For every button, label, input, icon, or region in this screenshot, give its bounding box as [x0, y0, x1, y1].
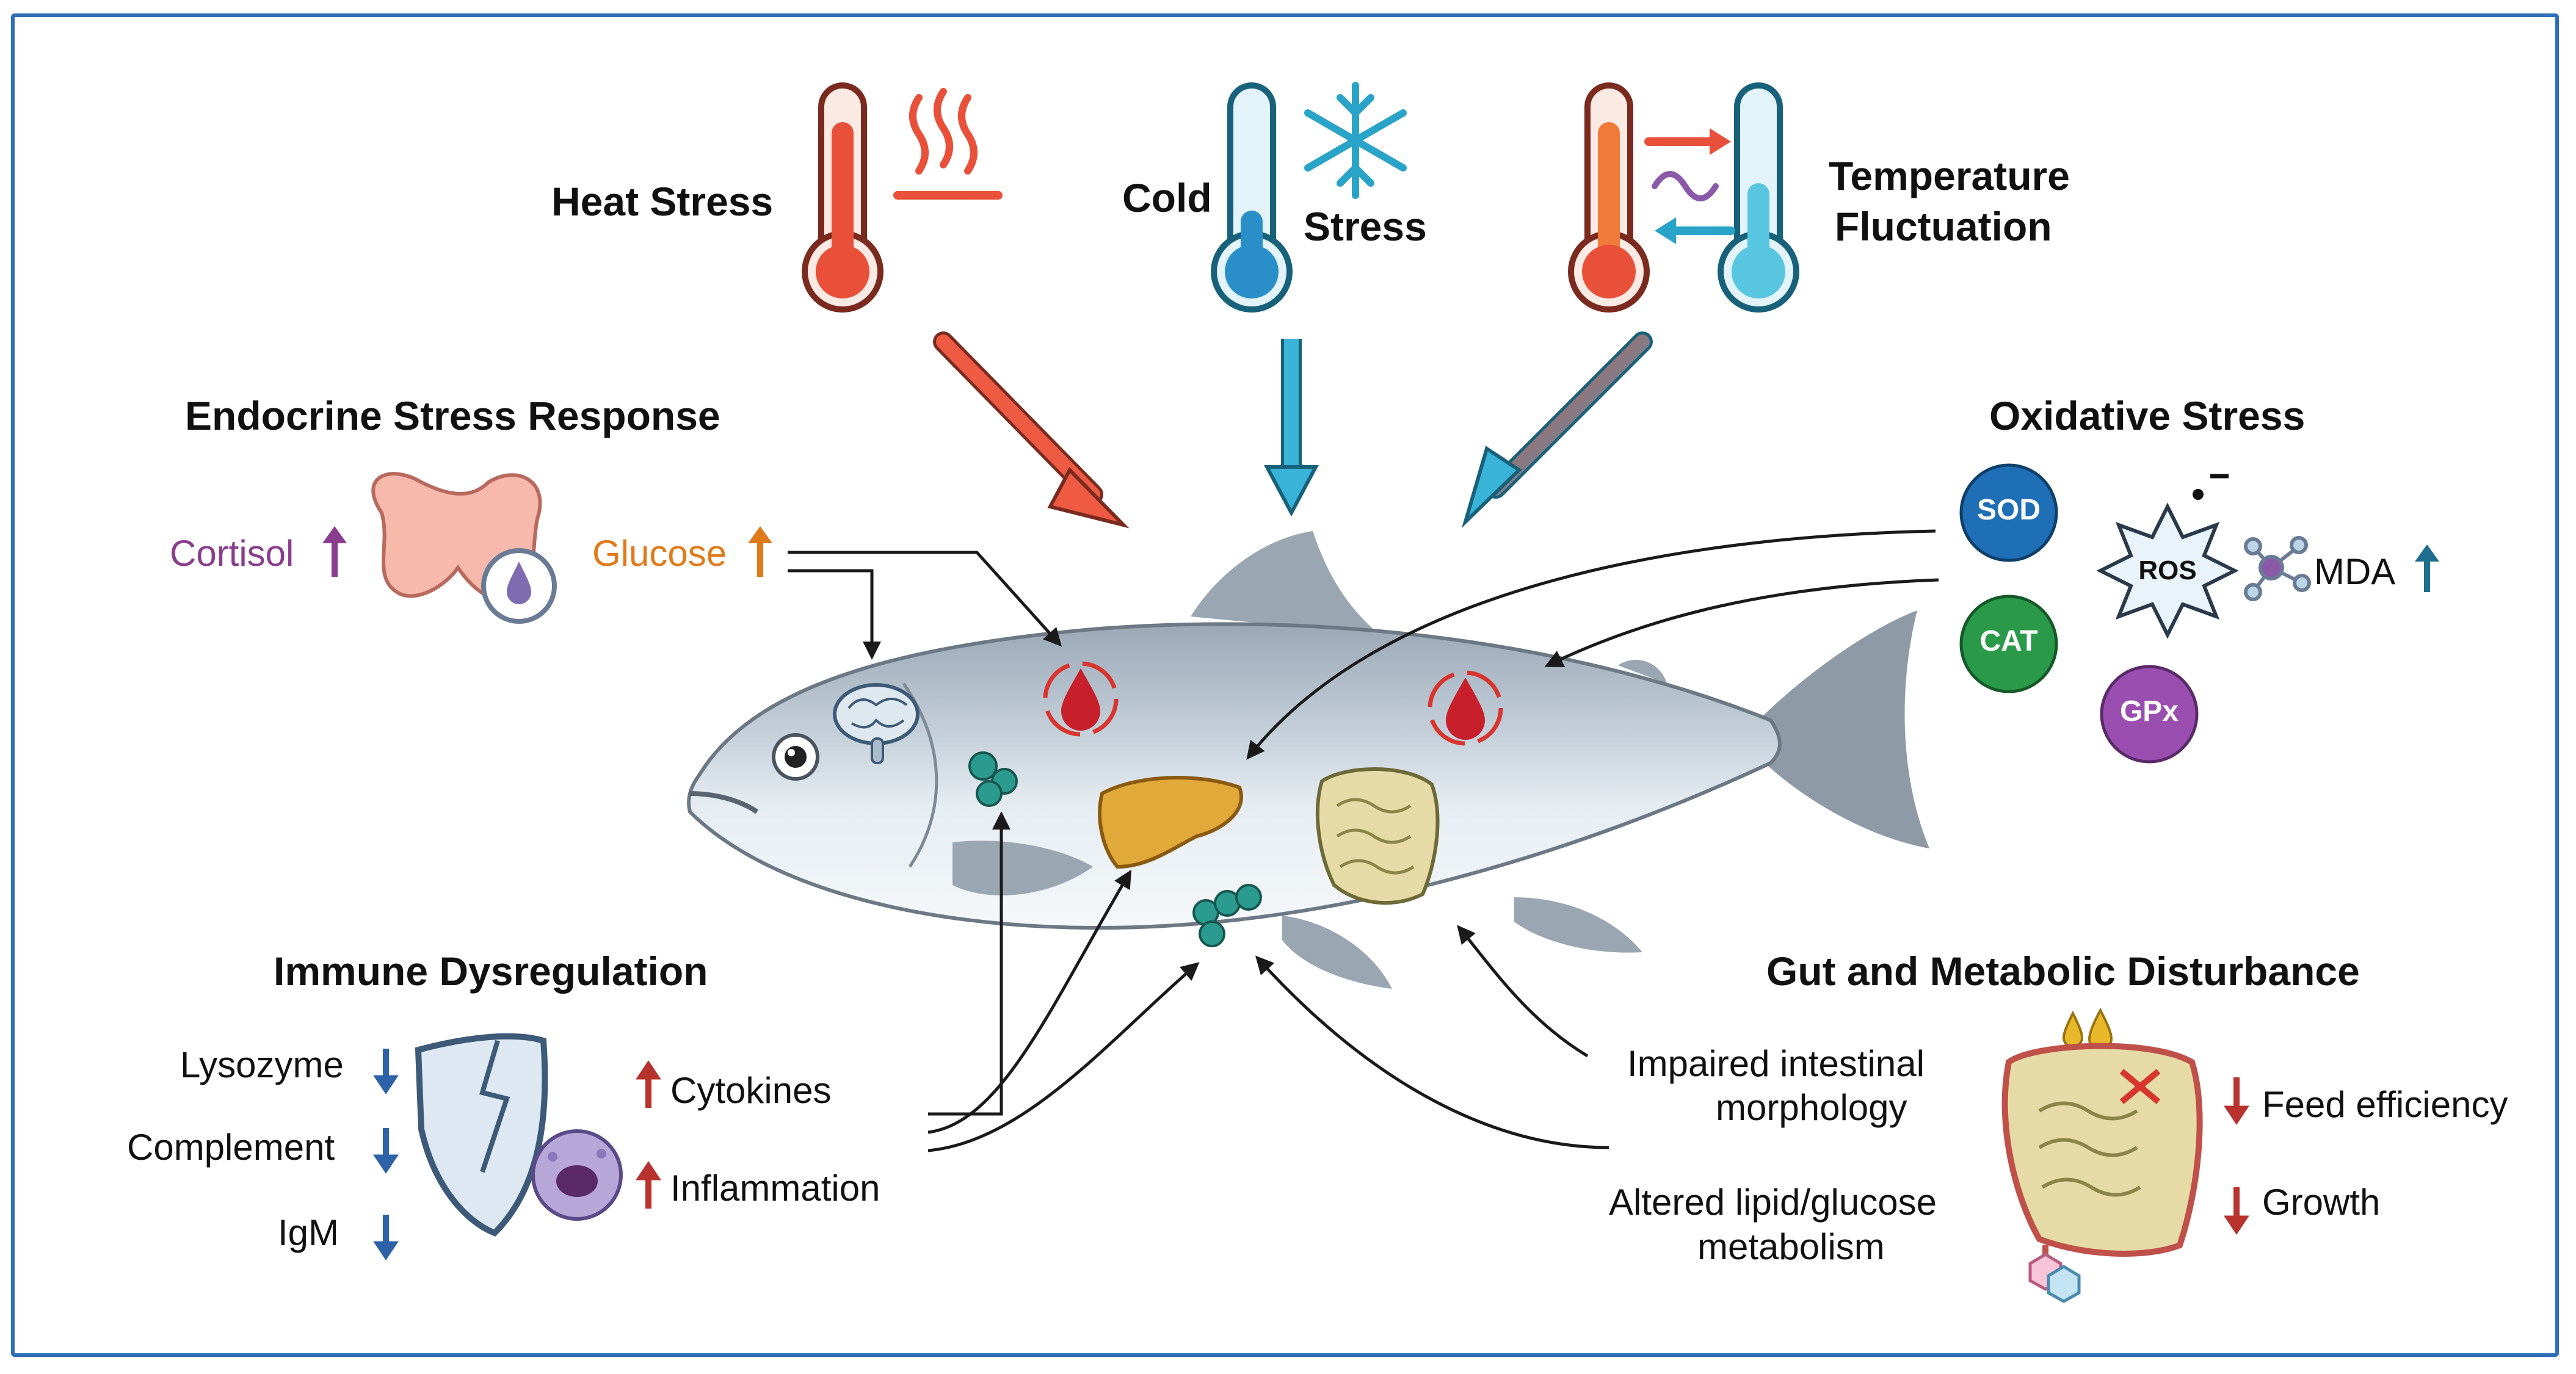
mouth [689, 791, 759, 814]
anal-fin [1514, 897, 1642, 953]
dorsal-fin [1191, 531, 1380, 635]
immune-title: Immune Dysregulation [274, 949, 708, 994]
sod-badge [1959, 463, 2058, 562]
sod-label: SOD [1976, 494, 2041, 526]
adipose-fin [1618, 660, 1667, 684]
immune-down-arrows [373, 1049, 399, 1260]
fluctuation-exchange-arrows-icon [1644, 128, 1735, 244]
igm-label: IgM [278, 1212, 339, 1253]
mda-label: MDA [2314, 551, 2396, 592]
fluctuation-warm-thermometer-icon [1568, 82, 1650, 313]
immune-connectors [927, 811, 1200, 1152]
impaired-label-line2: morphology [1716, 1087, 1907, 1128]
liver-icon [1098, 775, 1243, 869]
fluctuation-label-line1: Temperature [1829, 153, 2070, 198]
heat-arrow [933, 331, 1130, 529]
cortisol-up-arrow [322, 526, 347, 577]
fluctuation-label-line2: Fluctuation [1835, 204, 2052, 249]
cortisol-label: Cortisol [170, 533, 294, 574]
cytokines-label: Cytokines [670, 1070, 832, 1111]
growth-label: Growth [2262, 1182, 2381, 1223]
cold-thermometer-icon [1211, 82, 1293, 313]
altered-label-line2: metabolism [1697, 1226, 1885, 1267]
cat-label: CAT [1979, 625, 2038, 657]
intestine-icon [1316, 767, 1440, 905]
impaired-label-line1: Impaired intestinal [1627, 1043, 1925, 1084]
inflammation-label: Inflammation [670, 1168, 880, 1209]
fish-illustration [687, 531, 1929, 989]
complement-label: Complement [127, 1127, 335, 1168]
endocrine-title: Endocrine Stress Response [185, 393, 720, 438]
oxidative-connectors [1246, 529, 1939, 760]
heat-stress-label: Heat Stress [551, 179, 774, 224]
blood-drop-right-icon [1428, 670, 1503, 746]
cat-badge [1959, 595, 2058, 693]
snowflake-icon [1304, 82, 1407, 199]
feed-efficiency-label: Feed efficiency [2262, 1084, 2508, 1125]
figure-frame [11, 13, 2559, 1357]
oxidative-title: Oxidative Stress [1989, 393, 2306, 438]
heat-thermometer-icon [802, 82, 883, 313]
cold-stress-label-line1: Cold [1122, 175, 1212, 220]
immune-up-arrows [636, 1060, 661, 1209]
broken-shield-icon [415, 1033, 548, 1237]
tail-fin [1758, 610, 1929, 848]
altered-label-line1: Altered lipid/glucose [1609, 1182, 1937, 1223]
mda-up-arrow [2415, 544, 2439, 592]
fluctuation-arrow [1461, 331, 1653, 529]
endocrine-connectors [788, 551, 1062, 660]
fluctuation-cool-thermometer-icon [1718, 82, 1799, 313]
ros-burst-icon [2096, 474, 2239, 639]
immune-cluster-belly-icon [1192, 884, 1262, 947]
cold-stress-label-line2: Stress [1304, 204, 1427, 249]
ros-label: ROS [2138, 555, 2197, 585]
gpx-label: GPx [2119, 695, 2179, 728]
pelvic-fin [1282, 916, 1392, 989]
glucose-label: Glucose [592, 533, 727, 574]
cold-arrow [1264, 339, 1319, 517]
fish-body [687, 622, 1782, 930]
immune-cell-icon [531, 1129, 623, 1221]
thyroid-gland-icon [371, 472, 557, 624]
hexagon-molecules-icon [2028, 1253, 2081, 1303]
blood-drop-left-icon [1043, 661, 1119, 737]
gpx-badge [2100, 665, 2199, 764]
gut-intestine-icon [2001, 1043, 2203, 1270]
immune-cluster-gill-icon [968, 751, 1018, 807]
lysozyme-label: Lysozyme [180, 1044, 344, 1085]
mda-molecule-icon [2244, 536, 2311, 601]
heat-waves-icon [893, 88, 1003, 200]
gut-connectors [1255, 925, 1609, 1149]
brain-icon [833, 683, 920, 764]
pectoral-fin [952, 841, 1093, 895]
gut-title: Gut and Metabolic Disturbance [1766, 949, 2360, 994]
glucose-up-arrow [748, 526, 772, 577]
gut-down-arrows [2224, 1077, 2249, 1235]
fish-eye [772, 733, 819, 781]
